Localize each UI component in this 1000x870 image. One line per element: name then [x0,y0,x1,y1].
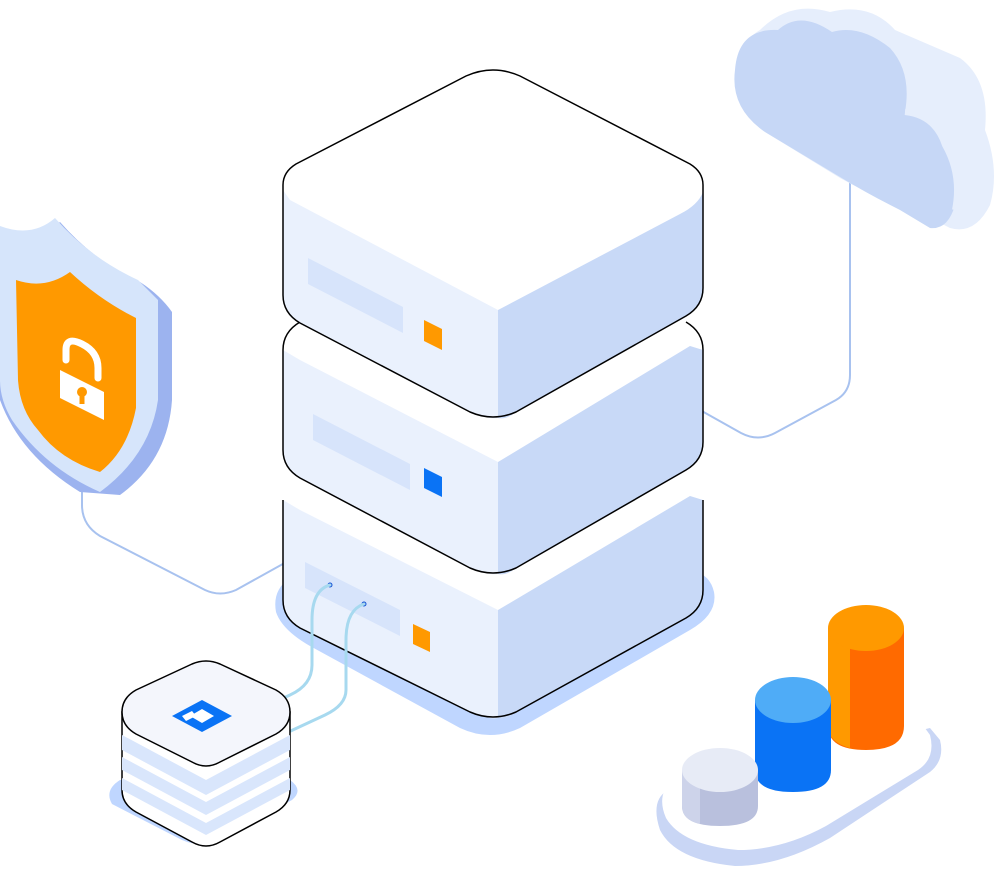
connector-lines [81,175,851,595]
server-middle-panel [313,414,410,490]
cloud-icon [734,8,994,230]
cylinder-orange [828,605,904,750]
server-top-panel [308,258,403,333]
cylinder-blue [755,677,831,792]
module-logo-icon [172,700,232,732]
data-cables [266,583,366,737]
server-stack-icon [282,69,704,719]
database-cylinders-icon [656,605,942,866]
server-bottom-indicator [413,624,430,652]
cloud-connector-line [699,175,851,439]
server-top-indicator [424,320,442,350]
server-bottom-panel [305,562,400,636]
server-middle-indicator [424,468,442,497]
storage-module-icon [109,660,298,847]
cylinder-gray [682,748,758,826]
padlock-icon [60,337,104,420]
shield-lock-icon [0,218,172,495]
shield-connector-line [81,490,291,595]
server-unit-top [282,69,704,419]
